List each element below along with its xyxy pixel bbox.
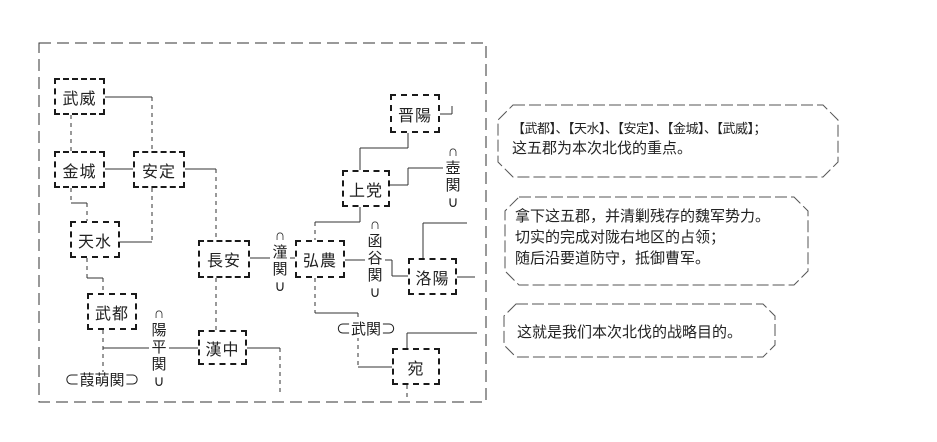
bubble-2-line-2: 切实的完成对陇右地区的占领；	[515, 229, 726, 246]
pass-label-jiamengguan: ⊂葭萌関⊃	[57, 372, 147, 389]
city-box-wudu: 武都	[87, 293, 137, 330]
pass-label-yangpingguan: ∩陽平関∪	[149, 305, 169, 390]
pass-label-huguan: ∩壺関∪	[443, 143, 463, 211]
city-box-shangdang: 上党	[342, 170, 390, 207]
bubble-2-line-3: 随后沿要道防守，抵御曹军。	[515, 250, 711, 267]
bubble-1-line-1: 【武都】、【天水】、【安定】、【金城】、【武威】；	[512, 121, 767, 136]
city-box-hongnong: 弘農	[295, 240, 345, 278]
pass-label-tongguan: ∩潼関∪	[270, 227, 290, 295]
speech-bubble-3-outline	[503, 303, 776, 358]
city-box-jincheng: 金城	[54, 151, 105, 188]
city-box-wan: 宛	[392, 348, 440, 385]
city-box-hanzhong: 漢中	[198, 330, 247, 365]
speech-bubble-1-outline	[497, 104, 839, 178]
city-box-tianshui: 天水	[70, 221, 120, 258]
city-box-changan: 長安	[198, 240, 250, 278]
map-frame	[38, 42, 487, 403]
pass-label-wuguan: ⊂武関⊃	[332, 321, 400, 338]
bubble-3-line-1: 这就是我们本次北伐的战略目的。	[517, 324, 743, 341]
city-box-luoyang: 洛陽	[408, 258, 457, 295]
speech-bubble-2-text: 拿下这五郡，并清剿残存的魏军势力。 切实的完成对陇右地区的占领； 随后沿要道防守…	[515, 206, 770, 269]
bubble-1-line-2: 这五郡为本次北伐的重点。	[512, 140, 693, 157]
city-box-anding: 安定	[133, 151, 185, 188]
speech-bubble-3-text: 这就是我们本次北伐的战略目的。	[517, 321, 742, 342]
solid-routes	[71, 96, 477, 368]
city-box-jinyang: 晋陽	[390, 94, 440, 133]
speech-bubble-1-text: 【武都】、【天水】、【安定】、【金城】、【武威】； 这五郡为本次北伐的重点。	[512, 119, 767, 159]
city-box-wuwei: 武威	[54, 78, 105, 115]
bubble-2-line-1: 拿下这五郡，并清剿残存的魏军势力。	[515, 208, 771, 225]
speech-bubble-outlines	[497, 104, 839, 358]
pass-label-hanguguan: ∩函谷関∪	[365, 216, 385, 301]
speech-bubble-2-outline	[504, 196, 809, 286]
